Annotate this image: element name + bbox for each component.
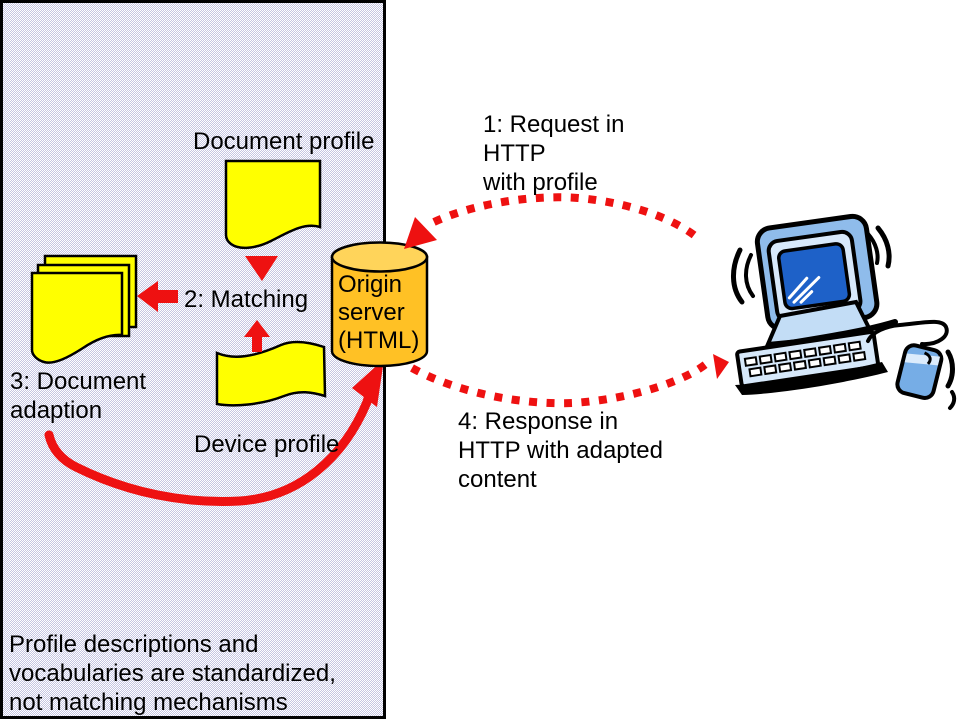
device-to-matching-arrow: [244, 320, 270, 352]
request-arrowhead: [404, 217, 437, 249]
mouse-flick-marks: [945, 349, 955, 389]
device-profile-label: Device profile: [194, 431, 340, 458]
note-line2: vocabularies are standardized,: [9, 660, 336, 687]
keyboard-shadow: [735, 362, 888, 395]
profile-to-matching-arrow: [245, 256, 278, 281]
motion-lines-right: [875, 225, 892, 269]
device-profile-shape: [215, 340, 327, 407]
document-profile-label: Document profile: [193, 128, 375, 155]
response-arrowhead: [713, 354, 729, 379]
step1-line1: 1: Request in: [483, 111, 625, 138]
request-arc: [404, 193, 702, 249]
step3-line1: 3: Document: [10, 368, 147, 395]
step3-adaption-label: 3: Document adaption: [10, 367, 146, 425]
matching-to-documents-arrow: [137, 281, 178, 312]
step1-request-label: 1: Request in HTTP with profile: [483, 110, 624, 197]
response-arc: [410, 354, 729, 408]
origin-line2: server: [338, 299, 405, 326]
keyboard-icon: [735, 329, 881, 389]
adaption-to-server-arrow: [44, 359, 384, 506]
document-stack-icon: [30, 254, 138, 364]
origin-line3: (HTML): [338, 327, 420, 354]
monitor-icon: [754, 213, 880, 332]
step4-line2: HTTP with adapted: [458, 437, 663, 464]
step1-line3: with profile: [483, 169, 598, 196]
origin-server-label: Origin server (HTML): [338, 271, 419, 355]
document-profile-shape: [224, 159, 322, 250]
step1-line2: HTTP: [483, 140, 546, 167]
step2-matching-label: 2: Matching: [184, 286, 309, 313]
step3-line2: adaption: [10, 397, 103, 424]
standardization-note: Profile descriptions and vocabularies ar…: [9, 630, 336, 717]
step4-line3: content: [458, 466, 537, 493]
mouse-cable: [866, 319, 949, 347]
client-computer-illustration: [731, 213, 957, 410]
step4-line1: 4: Response in: [458, 408, 619, 435]
monitor-screen: [777, 242, 852, 311]
origin-server-cylinder: [330, 241, 429, 368]
note-line1: Profile descriptions and: [9, 631, 259, 658]
note-line3: not matching mechanisms: [9, 689, 288, 716]
origin-line1: Origin: [338, 271, 403, 298]
step4-response-label: 4: Response in HTTP with adapted content: [458, 407, 663, 494]
mouse-icon: [895, 343, 944, 400]
motion-lines-left: [731, 247, 745, 305]
